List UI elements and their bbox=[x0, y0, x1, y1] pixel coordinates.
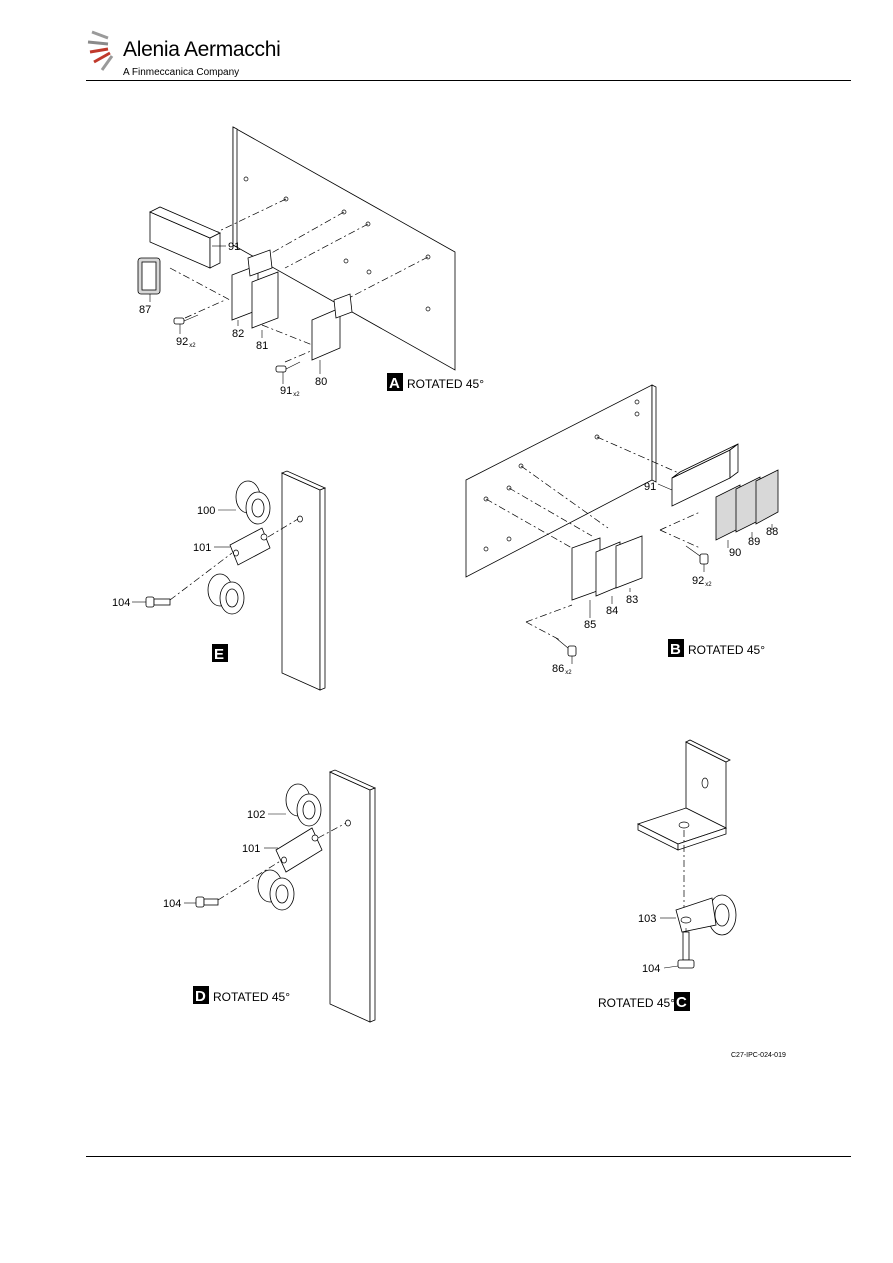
callout-104: 104 bbox=[112, 597, 130, 609]
view-a-letter: A bbox=[389, 375, 400, 392]
view-d-letter: D bbox=[195, 988, 206, 1005]
callout-91: 91 bbox=[228, 241, 240, 253]
brand-subtitle: A Finmeccanica Company bbox=[123, 67, 240, 78]
view-e-badge bbox=[212, 644, 228, 662]
callout-91-screw: 91x2 bbox=[280, 385, 300, 398]
view-b: 91 88 89 90 92x2 83 84 85 86x2 B ROTATED… bbox=[465, 384, 779, 676]
callout-101: 101 bbox=[193, 542, 211, 554]
callout-92: 92x2 bbox=[692, 575, 712, 588]
view-b-letter: B bbox=[670, 641, 681, 658]
callout-91: 91 bbox=[644, 481, 656, 493]
view-a-caption: ROTATED 45° bbox=[407, 377, 484, 391]
view-e-letter: E bbox=[214, 646, 224, 663]
view-d: 102 101 104 D ROTATED 45° bbox=[163, 769, 377, 1023]
view-b-caption: ROTATED 45° bbox=[688, 643, 765, 657]
view-c-badge bbox=[674, 992, 690, 1011]
callout-86: 86x2 bbox=[552, 663, 572, 676]
view-c: 103 104 ROTATED 45° C bbox=[598, 739, 737, 1011]
view-a-badge bbox=[387, 373, 403, 391]
callout-80: 80 bbox=[315, 376, 327, 388]
callout-101: 101 bbox=[242, 843, 260, 855]
callout-85: 85 bbox=[584, 619, 596, 631]
view-d-badge bbox=[193, 986, 209, 1004]
footer-rule bbox=[86, 1156, 851, 1157]
callout-81: 81 bbox=[256, 340, 268, 352]
callout-100: 100 bbox=[197, 505, 215, 517]
callout-102: 102 bbox=[247, 809, 265, 821]
callout-92: 92x2 bbox=[176, 336, 196, 349]
callout-104: 104 bbox=[163, 898, 181, 910]
callout-87: 87 bbox=[139, 304, 151, 316]
brand-name: Alenia Aermacchi bbox=[123, 38, 281, 61]
view-c-caption: ROTATED 45° bbox=[598, 996, 675, 1010]
callout-88: 88 bbox=[766, 526, 778, 538]
callout-104: 104 bbox=[642, 963, 660, 975]
callout-89: 89 bbox=[748, 536, 760, 548]
callout-103: 103 bbox=[638, 913, 656, 925]
callout-83: 83 bbox=[626, 594, 638, 606]
header-rule bbox=[86, 80, 851, 81]
view-a: 91 87 82 81 80 92x2 91x2 A ROTATED 45° bbox=[137, 126, 484, 398]
figure-reference: C27-IPC-024-019 bbox=[731, 1052, 786, 1059]
view-b-badge bbox=[668, 639, 684, 657]
callout-90: 90 bbox=[729, 547, 741, 559]
callout-84: 84 bbox=[606, 605, 618, 617]
view-d-caption: ROTATED 45° bbox=[213, 990, 290, 1004]
company-logo-icon bbox=[87, 30, 114, 71]
view-c-letter: C bbox=[676, 994, 687, 1011]
callout-82: 82 bbox=[232, 328, 244, 340]
view-e: 100 101 104 E bbox=[112, 470, 327, 691]
